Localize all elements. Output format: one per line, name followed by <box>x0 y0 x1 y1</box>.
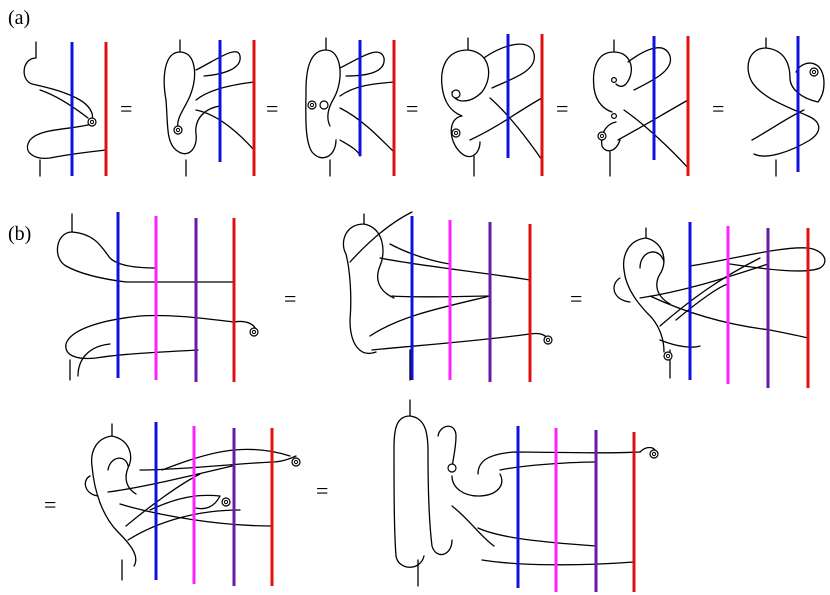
equals-sign: = <box>712 96 724 121</box>
equals-sign: = <box>316 478 328 503</box>
diagram-a2 <box>163 39 256 177</box>
diagram-b2 <box>342 211 553 382</box>
panel-b-label: (b) <box>8 223 31 245</box>
equals-sign: = <box>406 96 418 121</box>
equals-sign: = <box>556 96 568 121</box>
equals-sign: = <box>284 286 296 311</box>
equals-sign: = <box>266 96 278 121</box>
diagram-a1 <box>23 41 108 177</box>
equals-sign: = <box>570 286 582 311</box>
diagram-b1 <box>56 212 259 382</box>
diagram-a5 <box>592 36 690 177</box>
panel-a-label: (a) <box>8 7 30 29</box>
equals-sign: = <box>120 96 132 121</box>
diagram-a4 <box>440 34 544 177</box>
equals-sign: = <box>44 492 56 517</box>
diagram-a6 <box>747 36 825 177</box>
diagram-b4 <box>84 422 301 586</box>
diagram-b5 <box>393 399 659 592</box>
diagram-a3 <box>305 37 396 177</box>
diagram-b3 <box>613 222 826 388</box>
